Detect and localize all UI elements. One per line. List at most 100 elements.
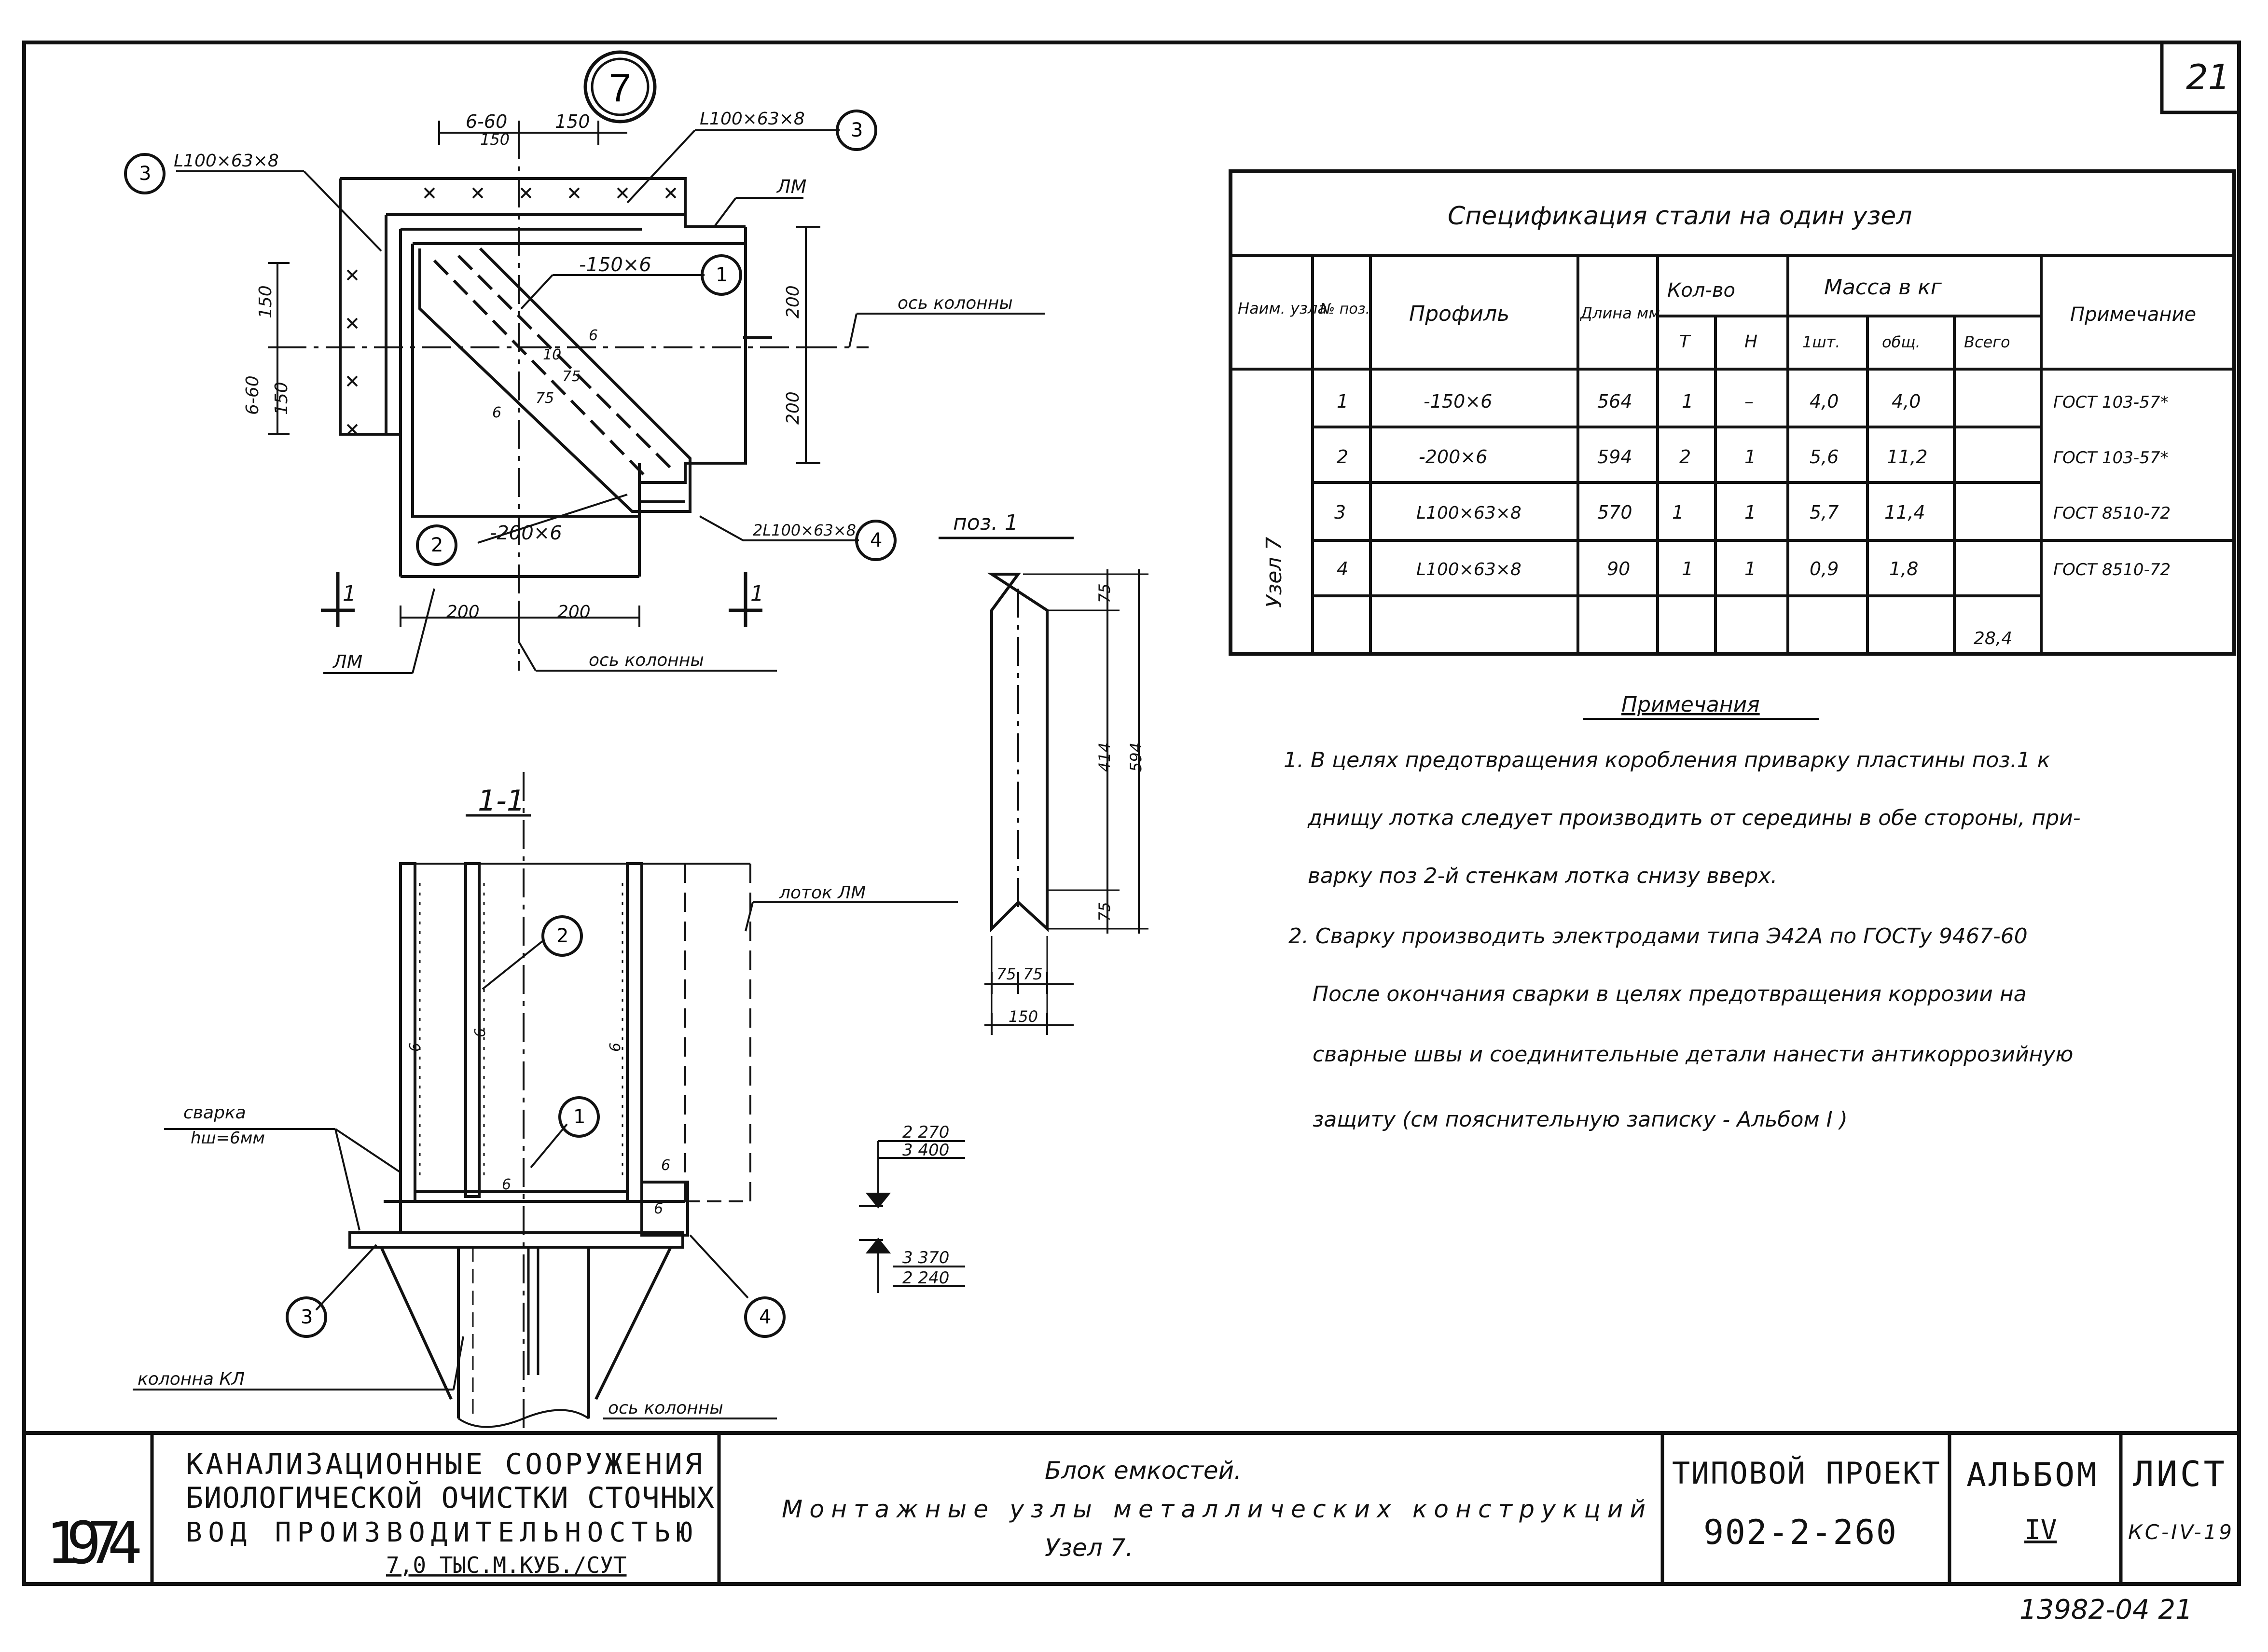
node-mark-circle [583,50,657,124]
notes: Примечания 1. В целях предотвращения кор… [1284,692,2081,1132]
spec-r2-profile: -200×6 [1419,446,1487,468]
tb-project-label: ТИПОВОЙ ПРОЕКТ [1672,1456,1940,1491]
section-elev-2: 3 400 [902,1141,949,1160]
notes-title: Примечания [1621,692,1760,717]
tb-org-line-3: ВОД ПРОИЗВОДИТЕЛЬНОСТЬЮ [186,1517,692,1548]
spec-r3-length: 570 [1597,502,1632,523]
plan-axis-bottom: ось колонны [589,650,704,670]
spec-h-mass-total: общ. [1882,333,1921,351]
spec-r1-mt: 4,0 [1892,391,1921,412]
pos1-dim-75b: 75 [1023,965,1043,983]
spec-r4-t: 1 [1682,558,1693,579]
spec-h-mass: Масса в кг [1824,275,1942,300]
plan-dim-bottom-b: 200 [557,602,591,622]
spec-table [1229,169,2236,656]
spec-row: 3 L100×63×8 570 1 1 5,7 11,4 ГОСТ 8510-7… [1334,502,2171,523]
spec-h-mass-all: Всего [1964,333,2010,351]
spec-r4-note: ГОСТ 8510-72 [2053,560,2171,579]
outer-frame [22,41,2241,1586]
sheet-number-box [2160,41,2241,114]
section-weld-6a: 6 [407,1043,424,1052]
tb-project-no: 902-2-260 [1703,1513,1896,1552]
spec-r1-t: 1 [1682,391,1693,412]
spec-r3-profile: L100×63×8 [1416,503,1521,523]
plan-weld-6a: 6 [589,327,598,344]
plan-callout-2: 2 [431,534,443,556]
plan-dim-top-b: 150 [555,111,590,132]
pos1-dim-75a: 75 [996,965,1016,983]
section-weld-6d: 6 [502,1176,511,1193]
node-mark: 7 [609,66,631,110]
spec-h-note: Примечание [2070,303,2196,326]
spec-labels: Спецификация стали на один узел Наим. уз… [1238,202,2196,648]
section-weld-h: hш=6мм [191,1129,265,1148]
section-elev-3: 3 370 [902,1248,949,1267]
spec-h-pos: № поз. [1319,301,1370,317]
spec-h-length: Длина мм [1579,304,1660,322]
plan-view [124,110,1045,674]
tb-sheet-code: КС-IV-19 [2128,1520,2232,1544]
plan-dim-150a: 150 [256,285,276,318]
spec-r1-profile: -150×6 [1424,391,1492,412]
plan-dim-75b: 75 [562,368,581,385]
pos1-dim-414: 414 [1095,743,1114,772]
spec-title: Спецификация стали на один узел [1448,202,1912,231]
section-callout-2: 2 [556,925,568,947]
spec-h-qty: Кол-во [1667,279,1735,302]
plan-lm-bottom: ЛМ [332,651,362,673]
tb-org-line-2: БИОЛОГИЧЕСКОЙ ОЧИСТКИ СТОЧНЫХ [186,1480,714,1515]
plan-section-mark-right: 1 [750,581,764,606]
sheet-number: 21 [2186,57,2230,97]
plan-dim-bottom-a: 200 [446,602,480,622]
plan-dim-75a: 75 [536,390,554,407]
pos1-detail [939,537,1148,1035]
plan-axis-right: ось колонны [898,293,1013,313]
plan-plate-1: -150×6 [579,254,651,276]
spec-r3-note: ГОСТ 8510-72 [2053,504,2171,523]
tb-sheet-label: ЛИСТ [2133,1454,2225,1494]
tb-album-no: IV [2024,1514,2057,1546]
plan-dim-200b: 200 [783,391,803,425]
spec-r2-pos: 2 [1337,446,1348,468]
notes-line-3: варку поз 2-й стенкам лотка снизу вверх. [1308,864,1777,888]
tb-desc-line-3: Узел 7. [1045,1534,1133,1562]
section-tray: лоток ЛМ [779,883,866,903]
section-callout-1: 1 [573,1106,585,1128]
notes-line-5: После окончания сварки в целях предотвра… [1313,982,2027,1006]
plan-callout-3a: 3 [139,163,151,185]
notes-line-4: 2. Сварку производить электродами типа Э… [1288,924,2028,949]
section-callout-4: 4 [759,1306,771,1328]
spec-r3-m1: 5,7 [1810,502,1839,523]
plan-dim-150b: 150 [272,382,291,415]
spec-r1-pos: 1 [1337,391,1348,412]
plan-callout-4: 4 [870,529,882,551]
spec-h-profile: Профиль [1409,302,1509,326]
spec-r2-n: 1 [1744,446,1756,468]
spec-r1-length: 564 [1597,391,1632,412]
pos1-dim-75-top: 75 [1095,583,1114,603]
spec-r3-t: 1 [1672,502,1684,523]
tb-album-label: АЛЬБОМ [1966,1456,2097,1494]
spec-row: 1 -150×6 564 1 – 4,0 4,0 ГОСТ 103-57* [1337,391,2168,412]
notes-line-1: 1. В целях предотвращения коробления при… [1284,748,2050,772]
tb-org-line-4: 7,0 ТЫС.М.КУБ./СУТ [386,1552,627,1578]
spec-row: 2 -200×6 594 2 1 5,6 11,2 ГОСТ 103-57* [1337,446,2168,468]
spec-r1-n: – [1744,391,1754,412]
plan-callout-3b: 3 [851,119,863,141]
plan-lm: ЛМ [776,176,806,197]
spec-r2-t: 2 [1679,446,1691,468]
plan-weld-10: 10 [543,346,561,363]
pos1-dim-594: 594 [1127,743,1145,772]
spec-row: 4 L100×63×8 90 1 1 0,9 1,8 ГОСТ 8510-72 [1337,558,2171,579]
spec-r2-note: ГОСТ 103-57* [2053,448,2168,468]
spec-r2-mt: 11,2 [1887,446,1928,468]
plan-dim-top-c: 150 [480,130,510,149]
tb-desc-line-1: Блок емкостей. [1045,1457,1242,1485]
spec-r3-n: 1 [1744,502,1756,523]
section-elev-4: 2 240 [902,1268,949,1288]
section-callout-3: 3 [301,1306,313,1328]
spec-r3-pos: 3 [1334,502,1346,523]
section-labels: 1-1 лоток ЛМ сварка hш=6мм 6 6 6 6 6 6 2… [138,784,949,1418]
spec-r4-m1: 0,9 [1810,558,1839,579]
